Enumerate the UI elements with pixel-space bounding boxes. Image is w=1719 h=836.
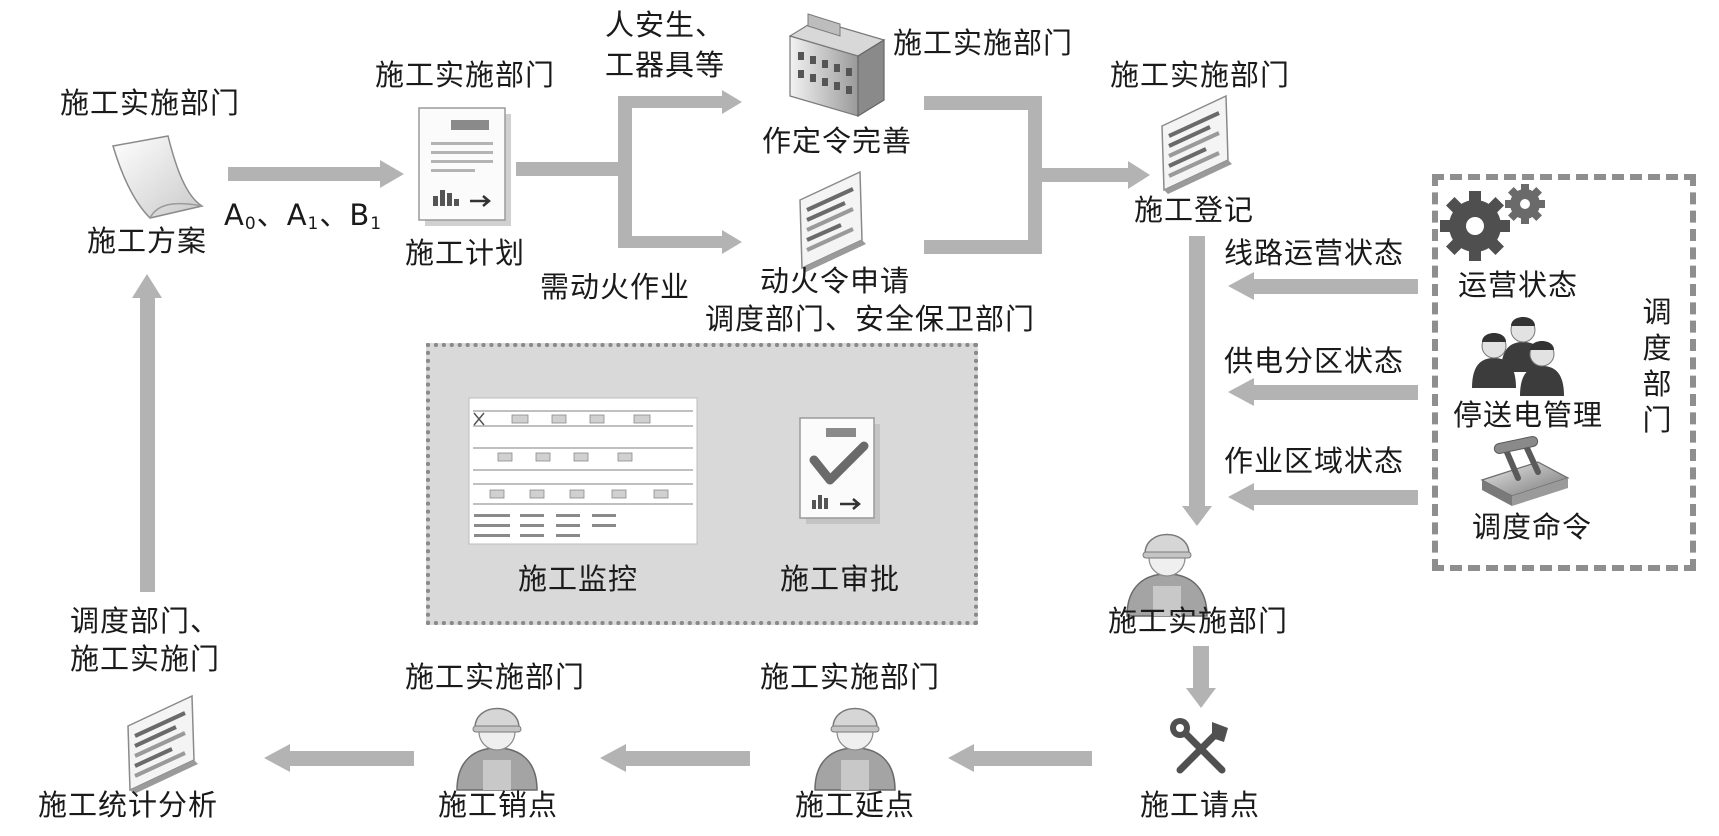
report-icon (1161, 94, 1232, 194)
monitor-label: 施工监控 (517, 562, 639, 596)
hot-work-condition-label: 需动火作业 (540, 270, 691, 304)
cancellation-dept-label: 施工实施部门 (404, 660, 586, 694)
operators-icon (1472, 317, 1564, 396)
extension-dept-label: 施工实施部门 (759, 660, 941, 694)
building-icon (788, 13, 886, 118)
plan-codes: A0、A1、B1 (224, 198, 383, 234)
registration-label: 施工登记 (1133, 193, 1255, 227)
hot-work-label: 动火令申请 (759, 264, 911, 298)
worker-icon (814, 707, 896, 791)
registration-dept-label: 施工实施部门 (1109, 58, 1291, 92)
statistics-dept-line2: 施工实施门 (70, 642, 221, 676)
dispatch-department-panel (1432, 174, 1696, 571)
monitor-screen-icon (468, 397, 698, 545)
work-order-label: 作定令完善 (761, 124, 913, 158)
cancellation-label: 施工销点 (437, 788, 559, 822)
work-order-note-1: 人安生、 (604, 8, 726, 42)
status-flow-area: 作业区域状态 (1224, 444, 1405, 478)
monitor-approval-panel (426, 343, 978, 625)
extension-label: 施工延点 (794, 788, 916, 822)
dispatch-item-operation: 运营状态 (1457, 268, 1579, 302)
status-flow-power: 供电分区状态 (1224, 344, 1405, 378)
request-point-label: 施工请点 (1139, 788, 1261, 822)
report-icon (127, 694, 198, 794)
gears-icon (1440, 184, 1545, 261)
dispatch-panel-title: 调度部门 (1642, 295, 1672, 437)
switch-lever-icon (1480, 435, 1570, 506)
work-order-dept-label: 施工实施部门 (893, 26, 1074, 60)
scheme-label: 施工方案 (86, 224, 208, 258)
status-flow-line: 线路运营状态 (1224, 236, 1405, 270)
implementer-label: 施工实施部门 (1107, 604, 1289, 638)
work-order-note-2: 工器具等 (604, 48, 726, 82)
dispatch-item-power: 停送电管理 (1452, 398, 1604, 432)
scheme-dept-label: 施工实施部门 (59, 86, 241, 120)
approval-label: 施工审批 (779, 562, 901, 596)
statistics-dept-line1: 调度部门、 (70, 604, 221, 638)
document-chart-icon (418, 107, 511, 226)
tools-icon (1170, 718, 1228, 774)
dispatch-item-command: 调度命令 (1471, 510, 1593, 544)
worker-icon (456, 707, 538, 791)
report-icon (799, 170, 866, 272)
plan-dept-label: 施工实施部门 (374, 58, 556, 92)
approval-document-icon (799, 417, 880, 524)
paper-sheet-icon (112, 135, 204, 219)
statistics-label: 施工统计分析 (37, 788, 219, 822)
hot-work-dept-label: 调度部门、安全保卫部门 (704, 302, 1036, 336)
arrows (132, 90, 1418, 772)
plan-label: 施工计划 (404, 236, 526, 270)
worker-icon (1126, 533, 1208, 617)
